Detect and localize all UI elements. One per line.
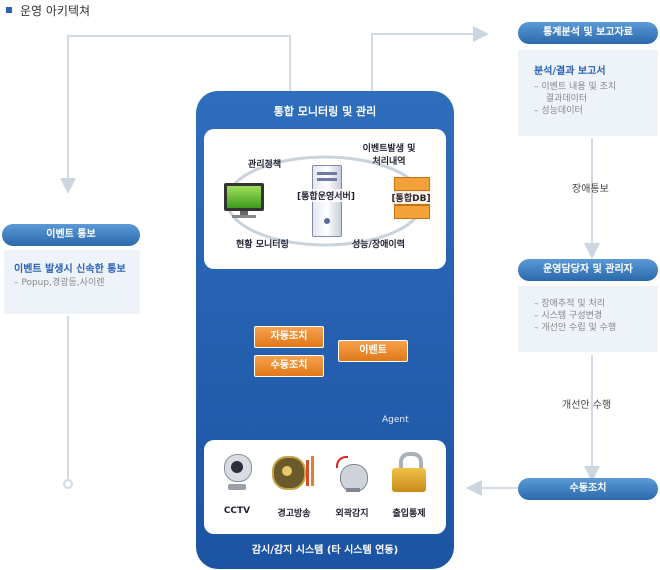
manual-action-right: 수동조치 — [518, 478, 658, 500]
policy-label: 관리정책 — [248, 160, 282, 170]
event-history-line: 이벤트발생 및 — [362, 144, 416, 154]
event-history-line: 처리내역 — [372, 157, 406, 167]
device-label-broadcast: 경고방송 — [277, 509, 311, 519]
stats-header: 통계분석 및 보고자료 — [518, 22, 658, 44]
manual-action-button: 수동조치 — [254, 355, 324, 377]
central-title: 통합 모니터링 및 관리 — [273, 105, 377, 118]
fault-notice-label: 장애통보 — [572, 184, 609, 195]
db-label: [통합DB] — [388, 191, 434, 204]
cctv-icon — [222, 454, 252, 494]
device-label-cctv: CCTV — [223, 506, 251, 516]
operator-item: – 장애추적 및 처리 — [534, 299, 606, 309]
device-panel: CCTV 경고방송 외곽감지 출입통제 — [204, 440, 446, 534]
title-bullet — [6, 7, 12, 13]
operator-item: – 개선안 수립 및 수행 — [534, 323, 617, 333]
event-notice-header: 이벤트 통보 — [2, 224, 140, 246]
device-label-access: 출입통제 — [392, 509, 426, 519]
satellite-icon — [332, 454, 372, 494]
agent-label: Agent — [382, 415, 409, 425]
stats-item: – 성능데이터 — [534, 106, 583, 116]
monitoring-label: 현황 모니터링 — [236, 240, 289, 250]
event-history-label: 이벤트발생 및 처리내역 — [354, 141, 424, 167]
operator-item: – 시스템 구성변경 — [534, 311, 603, 321]
page-title: 운영 아키텍쳐 — [20, 4, 91, 18]
improve-label: 개선안 수행 — [562, 400, 612, 411]
stats-panel: 분석/결과 보고서 – 이벤트 내용 및 조치 결과데이터 – 성능데이터 — [518, 50, 658, 136]
speaker-icon — [272, 454, 316, 494]
stats-item: 결과데이터 — [540, 94, 588, 104]
management-panel: 관리정책 이벤트발생 및 처리내역 [통합운영서버] [통합DB] 현황 모니터… — [204, 129, 446, 269]
central-footer: 감시/감지 시스템 (타 시스템 연동) — [251, 545, 399, 556]
event-button: 이벤트 — [338, 340, 408, 362]
stats-subhead: 분석/결과 보고서 — [534, 66, 606, 77]
perf-label: 성능/장애이력 — [352, 240, 405, 250]
operator-header: 운영담당자 및 관리자 — [518, 259, 658, 281]
server-label: [통합운영서버] — [288, 189, 364, 202]
operator-panel: – 장애추적 및 처리 – 시스템 구성변경 – 개선안 수립 및 수행 — [518, 286, 658, 352]
auto-action-button: 자동조치 — [254, 326, 324, 348]
event-notice-subhead: 이벤트 발생시 신속한 통보 — [14, 264, 126, 275]
device-label-perimeter: 외곽감지 — [335, 509, 369, 519]
stats-item: – 이벤트 내용 및 조치 — [534, 82, 617, 92]
lock-icon — [392, 452, 426, 494]
central-monitoring-box: 통합 모니터링 및 관리 관리정책 이벤트발생 및 처리내역 [통합운영서버] — [196, 91, 454, 569]
event-notice-panel: 이벤트 발생시 신속한 통보 – Popup,경광등,사이렌 — [4, 250, 140, 314]
event-notice-item: – Popup,경광등,사이렌 — [14, 278, 105, 288]
monitor-icon — [224, 183, 264, 219]
